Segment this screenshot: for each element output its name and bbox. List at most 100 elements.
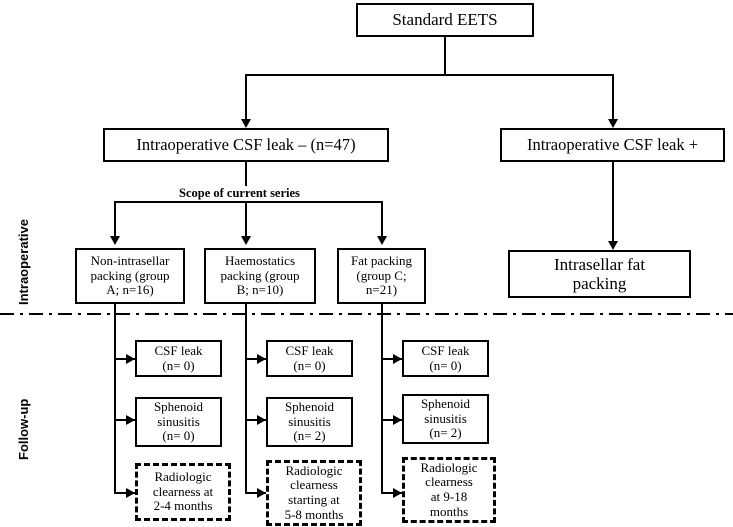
box-a-csf-leak-line2: (n= 0) [162,357,195,373]
box-group-b-line2: packing (group [220,267,300,283]
box-b-sphenoid-sinusitis: Sphenoid sinusitis (n= 2) [266,397,353,447]
connector-root-to-right [612,74,614,122]
box-group-a-line2: packing (group [90,267,170,283]
connector-group-c-to-radiologic [381,492,402,494]
box-intrasellar-fat-packing-line1: Intrasellar fat [553,254,646,274]
box-group-b-line1: Haemostatics [224,253,296,269]
box-c-sphenoid-sinusitis-line3: (n= 2) [429,425,462,441]
box-b-csf-leak-line2: (n= 0) [293,357,326,373]
box-group-c-label: Fat packing (group C; n=21) [349,253,414,298]
phase-label-intraoperative: Intraoperative [16,219,31,305]
connector-root-stem [444,37,446,75]
connector-group-a-to-csf-leak [114,358,135,360]
arrowhead-to-group-a [110,236,120,245]
box-b-csf-leak: CSF leak (n= 0) [266,340,353,377]
box-c-radiologic-clearness: Radiologic clearness at 9-18 months [402,457,496,523]
arrowhead-to-group-b [241,236,251,245]
box-b-sphenoid-sinusitis-line1: Sphenoid [284,399,335,415]
box-c-radiologic-line1: Radiologic [420,459,478,475]
box-c-radiologic-line2: clearness [425,474,473,490]
box-group-c: Fat packing (group C; n=21) [337,248,426,304]
arrowhead-a-csf-leak [126,354,135,364]
box-group-c-line3: n=21) [365,282,398,298]
arrowhead-c-radiologic [393,488,402,498]
connector-negative-stem [245,162,247,202]
box-c-csf-leak: CSF leak (n= 0) [402,340,489,377]
connector-to-group-c [381,201,383,239]
arrowhead-c-sinusitis [393,415,402,425]
box-csf-leak-positive-label: Intraoperative CSF leak + [526,134,699,154]
box-intrasellar-fat-packing-line2: packing [572,274,627,293]
box-a-sphenoid-sinusitis-label: Sphenoid sinusitis (n= 0) [152,399,205,444]
box-c-sphenoid-sinusitis-label: Sphenoid sinusitis (n= 2) [419,396,472,441]
arrowhead-to-intrasellar-fat-packing [608,241,618,250]
box-a-sphenoid-sinusitis-line2: sinusitis [157,413,200,429]
box-b-radiologic-line2: clearness [290,477,338,493]
arrowhead-to-csf-leak-negative [241,119,251,128]
box-a-csf-leak-line1: CSF leak [154,342,203,358]
box-b-radiologic-line3: starting at [288,492,340,507]
arrowhead-a-radiologic [126,488,135,498]
connector-root-branch-bar [245,74,614,76]
box-csf-leak-negative: Intraoperative CSF leak – (n=47) [103,128,389,162]
box-group-c-line2: (group C; [356,267,407,283]
box-c-sphenoid-sinusitis-line2: sinusitis [424,410,467,426]
connector-group-b-to-sinusitis [245,419,266,421]
arrowhead-to-group-c [377,236,387,245]
phase-divider-line [0,313,733,315]
box-intrasellar-fat-packing-label: Intrasellar fat packing [552,255,647,293]
box-a-csf-leak-label: CSF leak (n= 0) [152,342,204,373]
box-intrasellar-fat-packing: Intrasellar fat packing [508,250,691,298]
box-group-b: Haemostatics packing (group B; n=10) [204,248,316,304]
box-csf-leak-negative-label: Intraoperative CSF leak – (n=47) [136,134,356,154]
box-group-b-line3: B; n=10) [236,282,284,298]
box-group-c-line1: Fat packing [350,253,412,269]
box-group-a-label: Non-intrasellar packing (group A; n=16) [88,253,171,298]
box-group-a: Non-intrasellar packing (group A; n=16) [75,248,185,304]
connector-group-b-down [245,304,247,494]
box-a-sphenoid-sinusitis-line1: Sphenoid [153,399,204,415]
connector-group-b-to-radiologic [245,492,266,494]
connector-group-c-to-csf-leak [381,358,402,360]
box-c-sphenoid-sinusitis-line1: Sphenoid [420,396,471,412]
arrowhead-b-csf-leak [257,354,266,364]
box-b-sphenoid-sinusitis-line2: sinusitis [288,413,331,429]
box-group-a-line3: A; n=16) [106,282,154,298]
phase-label-followup: Follow-up [16,398,31,460]
scope-of-current-series-caption: Scope of current series [177,186,302,201]
box-b-radiologic-clearness: Radiologic clearness starting at 5-8 mon… [266,460,362,526]
box-c-radiologic-line3: at 9-18 [430,489,468,504]
box-a-csf-leak: CSF leak (n= 0) [135,340,222,377]
box-c-csf-leak-line1: CSF leak [421,342,470,358]
box-c-radiologic-line4: months [429,503,469,519]
box-b-radiologic-line1: Radiologic [285,462,343,478]
connector-group-a-to-sinusitis [114,419,135,421]
box-csf-leak-positive: Intraoperative CSF leak + [500,128,725,162]
connector-positive-stem [612,162,614,244]
box-b-radiologic-clearness-label: Radiologic clearness starting at 5-8 mon… [283,462,346,522]
connector-group-c-to-sinusitis [381,419,402,421]
box-b-sphenoid-sinusitis-line3: (n= 2) [293,428,326,444]
box-b-sphenoid-sinusitis-label: Sphenoid sinusitis (n= 2) [283,399,336,444]
arrowhead-to-csf-leak-positive [608,119,618,128]
box-c-csf-leak-line2: (n= 0) [429,357,462,373]
arrowhead-a-sinusitis [126,415,135,425]
box-a-sphenoid-sinusitis: Sphenoid sinusitis (n= 0) [135,397,222,447]
box-a-radiologic-line3: 2-4 months [153,498,213,514]
connector-to-group-b [245,201,247,239]
connector-group-b-to-csf-leak [245,358,266,360]
arrowhead-b-sinusitis [257,415,266,425]
arrowhead-c-csf-leak [393,354,402,364]
box-group-a-line1: Non-intrasellar [90,253,170,269]
box-a-radiologic-clearness-label: Radiologic clearness at 2-4 months [151,469,215,514]
box-a-radiologic-clearness: Radiologic clearness at 2-4 months [135,463,231,521]
box-a-radiologic-line1: Radiologic [154,469,212,485]
box-a-sphenoid-sinusitis-line3: (n= 0) [162,428,195,444]
connector-group-branch-bar [114,201,382,203]
connector-group-a-to-radiologic [114,492,135,494]
connector-to-group-a [114,201,116,239]
arrowhead-b-radiologic [257,488,266,498]
box-standard-eets: Standard EETS [356,3,534,37]
box-b-csf-leak-line1: CSF leak [285,342,334,358]
